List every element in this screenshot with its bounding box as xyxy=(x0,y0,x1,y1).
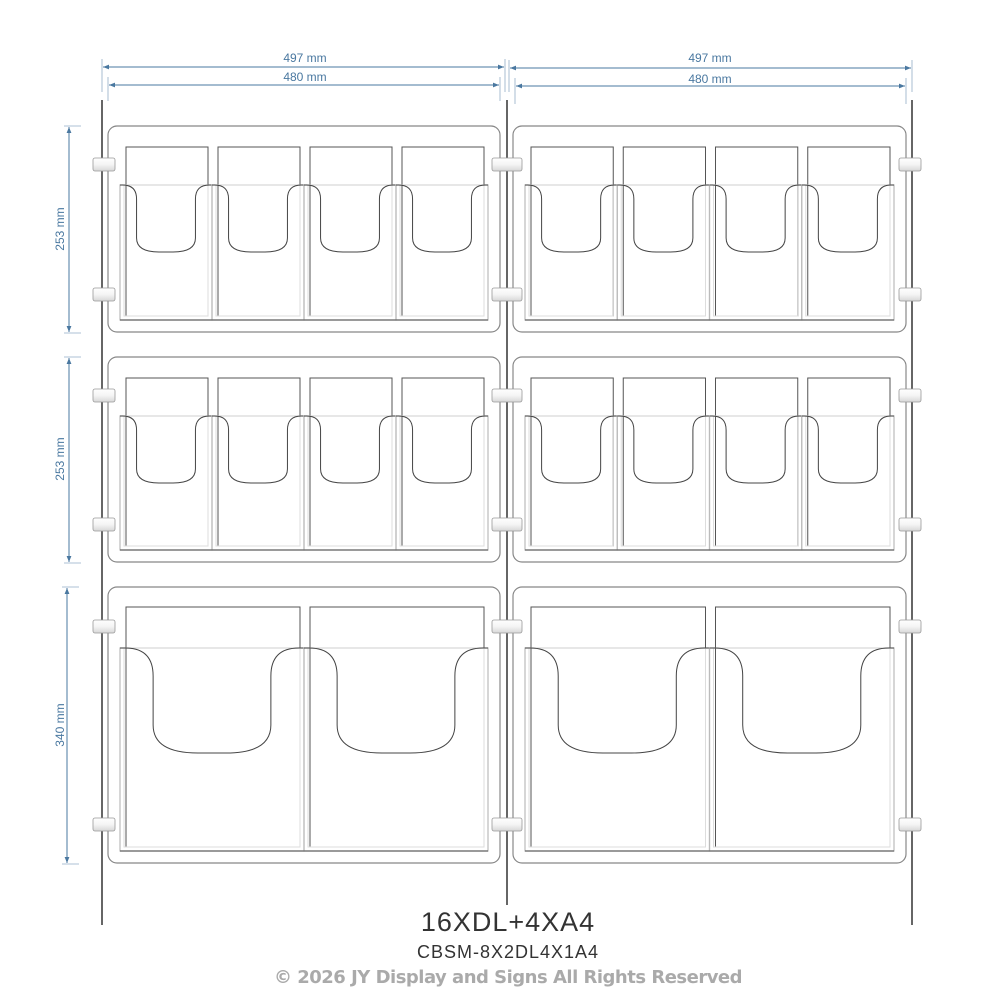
panel-r1-c2-pocket-2-cutout xyxy=(617,184,710,253)
copyright-notice: © 2026 JY Display and Signs All Rights R… xyxy=(273,967,743,988)
panel-r3-c1-pocket-1-cutout xyxy=(120,647,304,754)
panel-r2-c1-pocket-3-cutout xyxy=(304,415,396,484)
cable-clamp-r1-cable1-bottom xyxy=(92,287,116,302)
panel-r1-c1-pocket-1-cutout xyxy=(120,184,212,253)
cable-clamp-r2-cable2-bottom xyxy=(491,517,523,532)
panel-r1-c1-pocket-2-cutout xyxy=(212,184,304,253)
panel-r3-c1-frame xyxy=(107,586,501,864)
panel-r3-c1-pocket-1-front xyxy=(119,647,305,852)
panel-r3-c2-pocket-1-back xyxy=(530,606,706,848)
panel-r1-c2-pocket-3-front-inner xyxy=(713,184,799,317)
cable-clamp-r2-cable1-top xyxy=(92,388,116,403)
cable-clamp-r3-cable3-bottom xyxy=(898,817,922,832)
cable-clamp-r1-cable3-top xyxy=(898,157,922,172)
panel-r1-c2-pocket-3-cutout xyxy=(709,184,802,253)
panel-r2-c2-frame xyxy=(512,356,907,563)
panel-r1-c1-pocket-4-cutout xyxy=(396,184,488,253)
dim-row1-height: 253 mm xyxy=(53,207,67,251)
cable-clamp-r3-cable1-bottom xyxy=(92,817,116,832)
dim-top-right-inner: 480 mm xyxy=(688,72,732,86)
panel-r3-c2-pocket-2-cutout xyxy=(709,647,894,754)
panel-r1-c2-pocket-4-cutout xyxy=(801,184,894,253)
dim-row2-height: 253 mm xyxy=(53,437,67,481)
cable-clamp-r3-cable3-top xyxy=(898,619,922,634)
panel-r3-c1-pocket-1-front-inner xyxy=(123,647,301,848)
panel-r3-c1-pocket-2-back xyxy=(309,606,485,848)
dim-top-right-outer: 497 mm xyxy=(688,51,732,65)
panel-r2-c1-pocket-2-cutout xyxy=(212,415,304,484)
panel-r3-c1-pocket-1-back xyxy=(125,606,301,848)
panel-r2-c2-pocket-2-front-inner xyxy=(620,415,706,547)
cable-clamp-r2-cable2-top xyxy=(491,388,523,403)
panel-r1-c2-frame xyxy=(512,125,907,333)
panel-r2-c1-pocket-1-cutout xyxy=(120,415,212,484)
cable-clamp-r3-cable1-top xyxy=(92,619,116,634)
panel-r1-c2-pocket-1-front-inner xyxy=(528,184,614,317)
panel-r2-c1-pocket-1-front-inner xyxy=(123,415,209,547)
cable-clamp-r2-cable3-top xyxy=(898,388,922,403)
panel-r2-c1-pocket-2-front-inner xyxy=(215,415,301,547)
panel-r3-c2-pocket-2-front xyxy=(708,647,895,852)
panel-r1-c2-pocket-4-front-inner xyxy=(805,184,891,317)
panel-r1-c2-pocket-2-front-inner xyxy=(620,184,706,317)
panel-r2-c2-pocket-4-cutout xyxy=(801,415,894,484)
dim-top-left-inner: 480 mm xyxy=(283,70,327,84)
panel-r2-c2-pocket-2-cutout xyxy=(617,415,710,484)
model-code: CBSM-8X2DL4X1A4 xyxy=(416,942,600,962)
panel-r2-c1-frame xyxy=(107,356,501,563)
panel-r3-c2-pocket-1-front-inner xyxy=(528,647,706,848)
cable-clamp-r1-cable3-bottom xyxy=(898,287,922,302)
panel-r3-c2-pocket-1-front xyxy=(524,647,711,852)
panel-r3-c2-pocket-1-cutout xyxy=(525,647,710,754)
panel-r2-c2-pocket-1-front-inner xyxy=(528,415,614,547)
panel-r1-c2-pocket-1-cutout xyxy=(525,184,618,253)
panel-r3-c1-pocket-2-cutout xyxy=(304,647,488,754)
cable-clamp-r2-cable3-bottom xyxy=(898,517,922,532)
panel-r2-c2-pocket-3-front-inner xyxy=(713,415,799,547)
cable-clamp-r1-cable2-top xyxy=(491,157,523,172)
panel-r1-c1-frame xyxy=(107,125,501,333)
panel-r3-c2-frame xyxy=(512,586,907,864)
cable-clamp-r1-cable2-bottom xyxy=(491,287,523,302)
dim-top-left-outer: 497 mm xyxy=(283,51,327,65)
panel-r2-c2-pocket-3-cutout xyxy=(709,415,802,484)
panel-r2-c1-pocket-4-cutout xyxy=(396,415,488,484)
panel-r2-c2-pocket-4-front-inner xyxy=(805,415,891,547)
cable-clamp-r3-cable2-bottom xyxy=(491,817,523,832)
panel-r1-c1-pocket-4-front-inner xyxy=(399,184,485,317)
panel-r2-c2-pocket-1-cutout xyxy=(525,415,618,484)
dim-row3-height: 340 mm xyxy=(53,703,67,747)
panel-r3-c1-pocket-2-front xyxy=(303,647,489,852)
cable-clamp-r3-cable2-top xyxy=(491,619,523,634)
panel-r1-c1-pocket-2-front-inner xyxy=(215,184,301,317)
panel-r1-c1-pocket-3-cutout xyxy=(304,184,396,253)
cable-clamp-r2-cable1-bottom xyxy=(92,517,116,532)
panel-r3-c2-pocket-2-front-inner xyxy=(713,647,891,848)
cable-clamp-r1-cable1-top xyxy=(92,157,116,172)
panel-r1-c1-pocket-3-front-inner xyxy=(307,184,393,317)
product-title: 16XDL+4XA4 xyxy=(420,907,596,937)
panel-r3-c1-pocket-2-front-inner xyxy=(307,647,485,848)
panel-r1-c1-pocket-1-front-inner xyxy=(123,184,209,317)
panel-r2-c1-pocket-4-front-inner xyxy=(399,415,485,547)
panel-r3-c2-pocket-2-back xyxy=(715,606,891,848)
panel-r2-c1-pocket-3-front-inner xyxy=(307,415,393,547)
